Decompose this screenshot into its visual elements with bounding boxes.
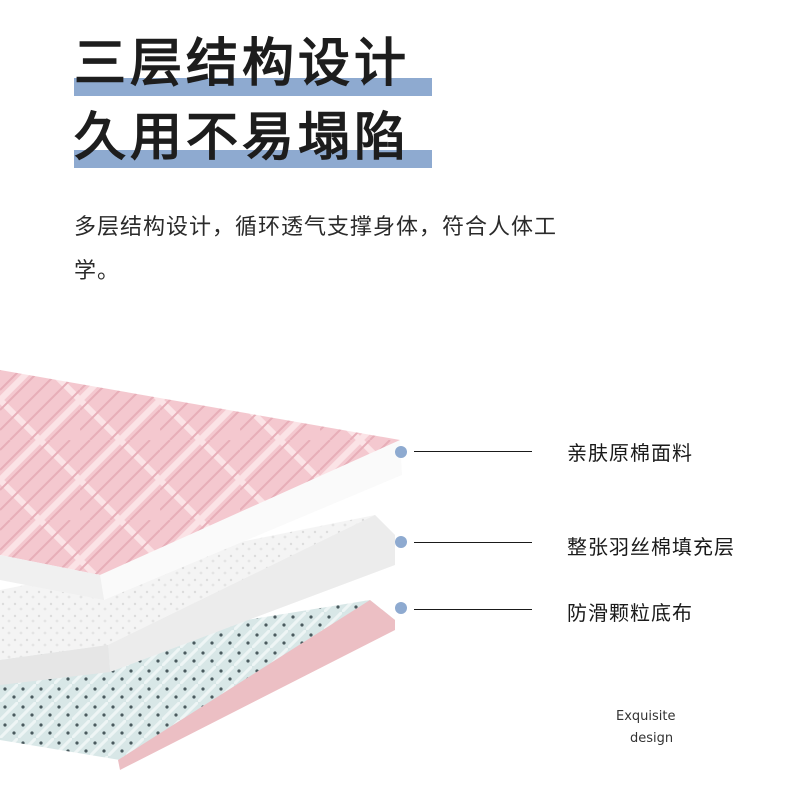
callout-line-2 [414, 542, 532, 543]
tagline-line-2: design [630, 731, 674, 746]
layer-label-top: 亲肤原棉面料 [567, 441, 693, 465]
headline-highlight-bar-1 [74, 78, 432, 96]
mattress-layers-illustration [0, 370, 402, 770]
headline-line-1: 三层结构设计 [74, 34, 411, 94]
callout-line-1 [414, 451, 532, 452]
tagline-line-1: Exquisite [616, 709, 676, 724]
bottom-layer [0, 600, 395, 770]
layer-label-middle: 整张羽丝棉填充层 [567, 535, 735, 559]
description-text: 多层结构设计，循环透气支撑身体，符合人体工学。 [74, 215, 558, 284]
tagline: Exquisite design [616, 706, 676, 750]
headline-highlight-bar-2 [74, 150, 432, 168]
layer-label-bottom: 防滑颗粒底布 [567, 601, 693, 625]
callout-dot-3 [395, 602, 407, 614]
callout-line-3 [414, 609, 532, 610]
top-layer [0, 370, 402, 600]
middle-layer [0, 515, 395, 685]
callout-dot-2 [395, 536, 407, 548]
headline-line-2: 久用不易塌陷 [74, 108, 411, 168]
callout-dot-1 [395, 446, 407, 458]
